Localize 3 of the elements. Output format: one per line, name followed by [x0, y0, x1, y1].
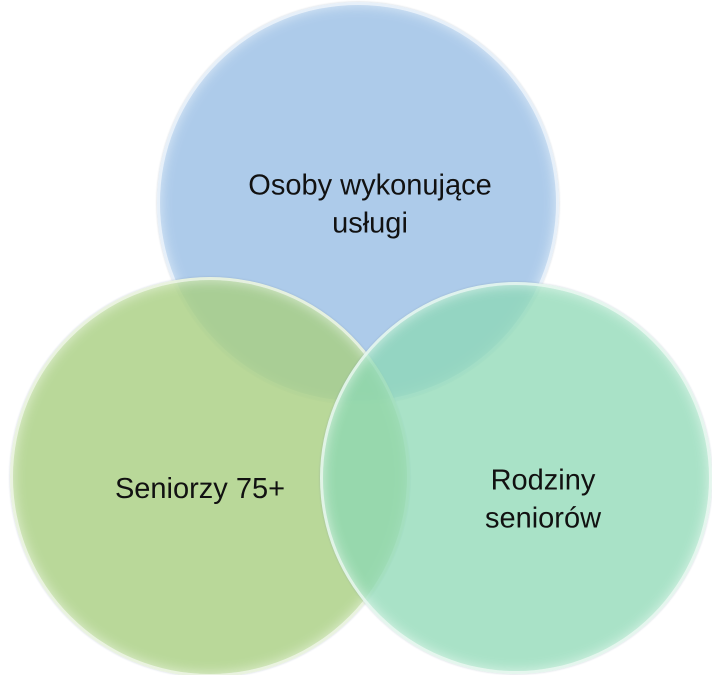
circle-label: Osoby wykonujące usługi — [247, 168, 493, 241]
circle-label: Rodziny seniorów — [484, 463, 602, 536]
circle-label: Seniorzy 75+ — [114, 472, 286, 508]
